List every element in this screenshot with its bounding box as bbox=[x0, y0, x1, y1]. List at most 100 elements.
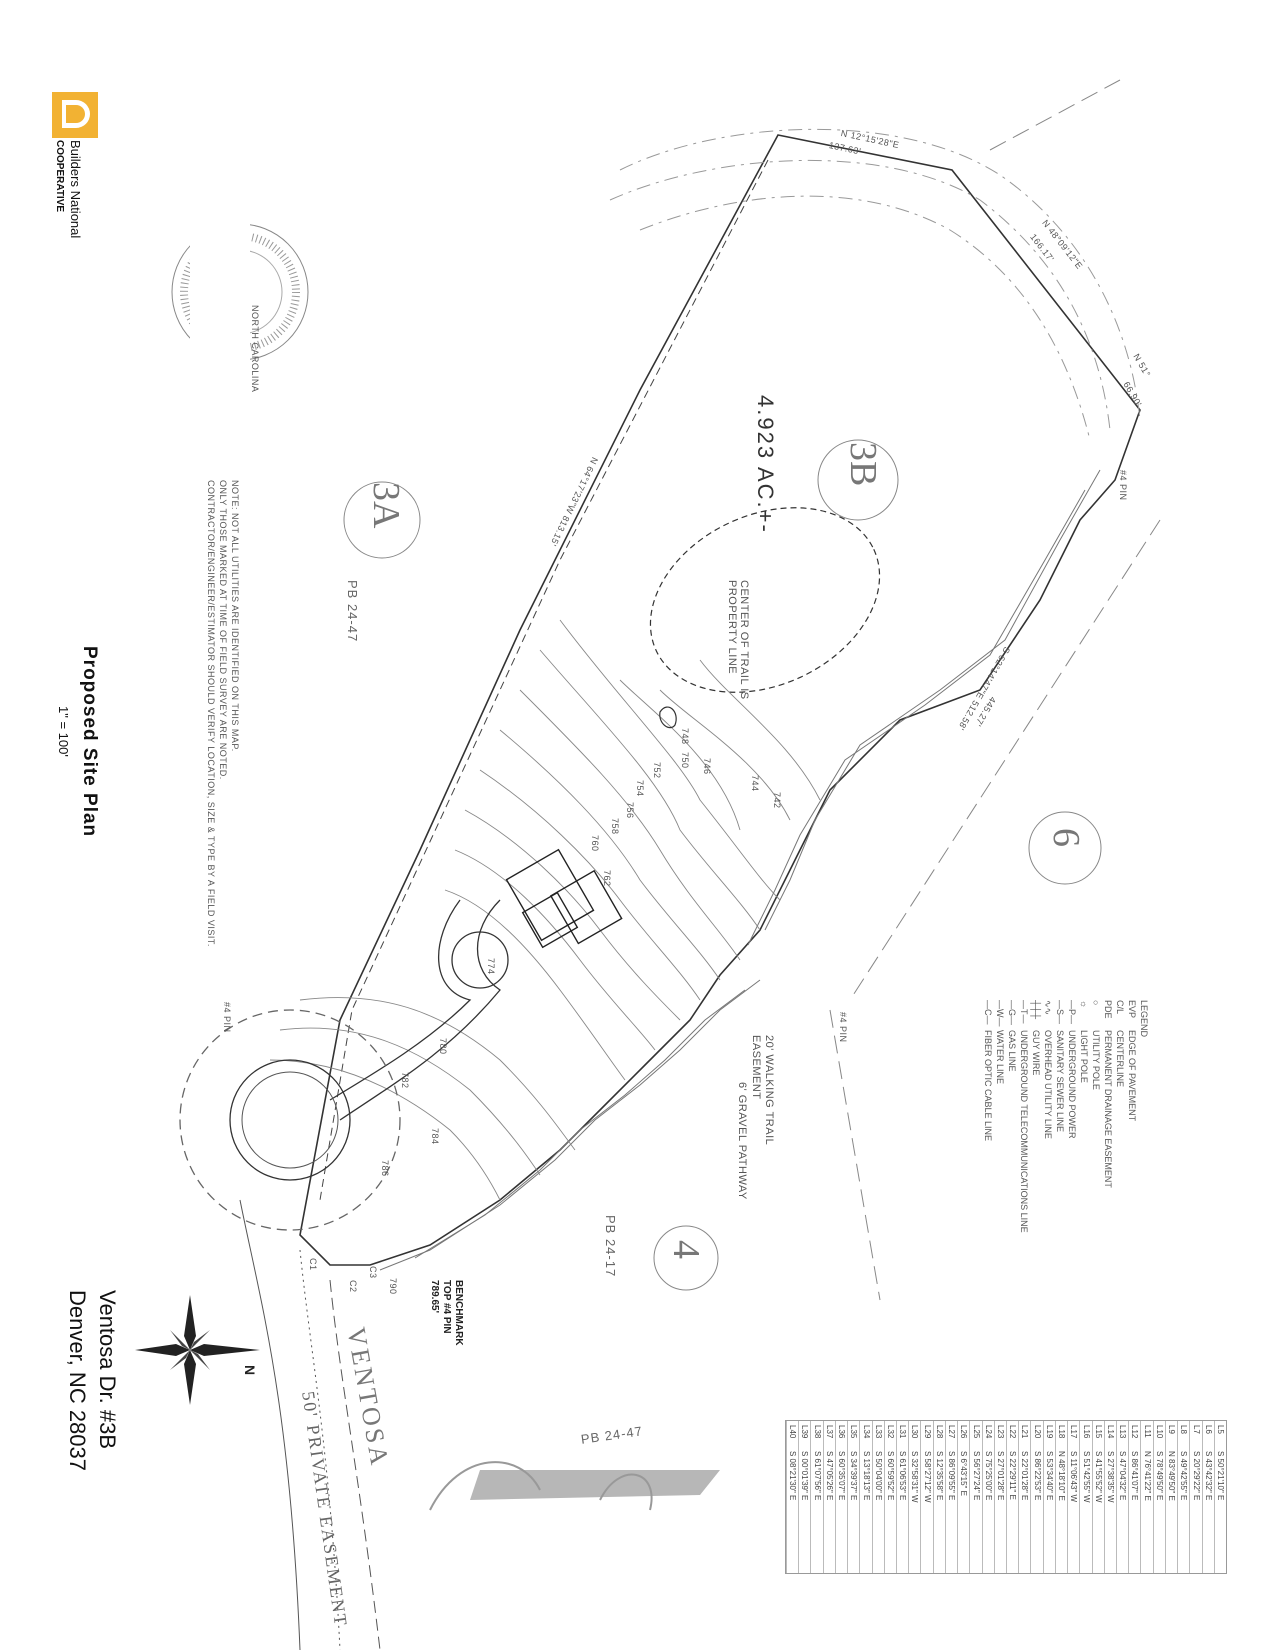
line-table-bearing: S 12°35'58" E bbox=[934, 1451, 944, 1501]
line-table-label: L27 bbox=[947, 1425, 957, 1439]
line-table-label: L17 bbox=[1069, 1425, 1079, 1439]
benchmark-line-3: 789.65' bbox=[429, 1280, 440, 1313]
line-table-row: L8 S 49°42'55" E bbox=[1177, 1421, 1190, 1573]
contour-label-758: 758 bbox=[610, 818, 620, 835]
line-table-bearing: S 60°59'52" E bbox=[885, 1451, 895, 1501]
line-table-label: L15 bbox=[1093, 1425, 1103, 1439]
line-table-bearing: S 51°42'55" W bbox=[1081, 1451, 1091, 1503]
legend-item: EVPEDGE OF PAVEMENT bbox=[1127, 1000, 1137, 1122]
line-table-label: L29 bbox=[922, 1425, 932, 1439]
line-table-bearing: S 56°27'24" E bbox=[971, 1451, 981, 1501]
line-table-label: L32 bbox=[885, 1425, 895, 1439]
contour-label-782: 782 bbox=[400, 1072, 410, 1089]
legend-item: —T—UNDERGROUND TELECOMMUNICATIONS LINE bbox=[1019, 1000, 1029, 1233]
line-table-bearing: S 00°01'39" E bbox=[800, 1451, 810, 1501]
line-table-row: L38 S 61°07'56" E bbox=[810, 1421, 823, 1573]
contour-label-760: 760 bbox=[590, 835, 600, 852]
line-table-bearing: S 61°07'56" E bbox=[812, 1451, 822, 1501]
legend-item: ∿∿OVERHEAD UTILITY LINE bbox=[1043, 1000, 1053, 1139]
legend-header: LEGEND bbox=[1139, 1000, 1149, 1038]
line-table-bearing: S 86°22'53" E bbox=[1032, 1451, 1042, 1501]
line-table-label: L24 bbox=[983, 1425, 993, 1439]
line-table-bearing: S 43°42'32" E bbox=[1203, 1451, 1213, 1501]
line-table-bearing: S 20°29'22" E bbox=[1191, 1451, 1201, 1501]
legend-item: PDEPERMANENT DRAINAGE EASEMENT bbox=[1103, 1000, 1113, 1188]
line-table-bearing: S 41°55'52" W bbox=[1093, 1451, 1103, 1503]
line-table-bearing: S 6°43'15" E bbox=[959, 1451, 969, 1496]
line-table-label: L16 bbox=[1081, 1425, 1091, 1439]
line-table-label: L30 bbox=[910, 1425, 920, 1439]
contour-label-762: 762 bbox=[602, 870, 612, 887]
road-ornament bbox=[429, 1461, 653, 1511]
curve-label: C3 bbox=[368, 1266, 378, 1279]
line-table-label: L22 bbox=[1008, 1425, 1018, 1439]
line-table-row: L30 S 32°58'31" W bbox=[908, 1421, 921, 1573]
line-table-row: L22 S 22°29'11" E bbox=[1006, 1421, 1019, 1573]
contour-label-750: 750 bbox=[680, 752, 690, 769]
line-table-row: L7 S 20°29'22" E bbox=[1189, 1421, 1202, 1573]
pin-label-1: #4 PIN bbox=[838, 1012, 848, 1043]
contour-label-746: 746 bbox=[702, 758, 712, 775]
line-table-label: L38 bbox=[812, 1425, 822, 1439]
walking-trail-easement bbox=[379, 469, 1101, 1271]
line-table-bearing: S 22°29'11" E bbox=[1008, 1451, 1018, 1500]
lot-3b-boundary bbox=[299, 134, 1141, 1266]
line-table-row: L20 S 86°22'53" E bbox=[1030, 1421, 1043, 1573]
line-table-bearing: S 49°42'55" E bbox=[1179, 1451, 1189, 1501]
line-table-bearing: S 22°01'28" E bbox=[1020, 1451, 1030, 1501]
line-table-bearing: S 32°58'31" W bbox=[910, 1451, 920, 1503]
lot-3b-label: 3B bbox=[842, 442, 884, 487]
line-table-label: L11 bbox=[1142, 1425, 1152, 1438]
driveway bbox=[329, 899, 509, 1121]
lot-4-circle bbox=[653, 1225, 719, 1291]
line-table-label: L25 bbox=[971, 1425, 981, 1439]
plat-west: PB 24-47 bbox=[345, 580, 360, 643]
address-line-2: Denver, NC 28037 bbox=[65, 1290, 90, 1471]
line-table-row: L25 S 56°27'24" E bbox=[969, 1421, 982, 1573]
line-table-label: L8 bbox=[1179, 1425, 1189, 1434]
line-table-label: L26 bbox=[959, 1425, 969, 1439]
line-table-bearing: S 34°39'37" E bbox=[849, 1451, 859, 1501]
legend-item: ☼LIGHT POLE bbox=[1079, 1000, 1089, 1083]
line-table-bearing: S 86°09'55" E bbox=[947, 1451, 957, 1501]
line-table-bearing: S 86°41'07" E bbox=[1130, 1451, 1140, 1501]
lot-6-label: 6 bbox=[1045, 828, 1087, 847]
line-table-label: L14 bbox=[1105, 1425, 1115, 1439]
contour-label-774: 774 bbox=[486, 958, 496, 975]
line-table-label: L20 bbox=[1032, 1425, 1042, 1439]
line-table-label: L13 bbox=[1118, 1425, 1128, 1439]
contour-label-784: 784 bbox=[430, 1128, 440, 1145]
legend: LEGEND EVPEDGE OF PAVEMENT C/LCENTERLINE… bbox=[982, 1000, 1150, 1233]
line-table-label: L7 bbox=[1191, 1425, 1201, 1434]
line-table-bearing: S 47°05'26" E bbox=[824, 1451, 834, 1501]
line-table-label: L21 bbox=[1020, 1425, 1030, 1439]
pin-label-3: #4 PIN bbox=[1118, 470, 1128, 501]
scale-label: 1" = 100' bbox=[56, 706, 71, 757]
line-table-bearing: N 48°18'10" E bbox=[1057, 1451, 1067, 1501]
legend-item: —W—WATER LINE bbox=[995, 1000, 1005, 1085]
contour-label-748: 748 bbox=[680, 728, 690, 745]
trail-ellipse bbox=[649, 507, 881, 693]
contour-label-742: 742 bbox=[772, 792, 782, 809]
stream-buffer-lines bbox=[609, 128, 1141, 441]
line-table-bearing: N 83°49'50" E bbox=[1167, 1451, 1177, 1501]
lot-3a-circle bbox=[343, 481, 421, 559]
line-table-label: L33 bbox=[873, 1425, 883, 1439]
legend-item: ┼┼┼GUY WIRE bbox=[1031, 1000, 1041, 1076]
contour-label-752: 752 bbox=[652, 762, 662, 779]
line-table-label: L18 bbox=[1057, 1425, 1067, 1439]
